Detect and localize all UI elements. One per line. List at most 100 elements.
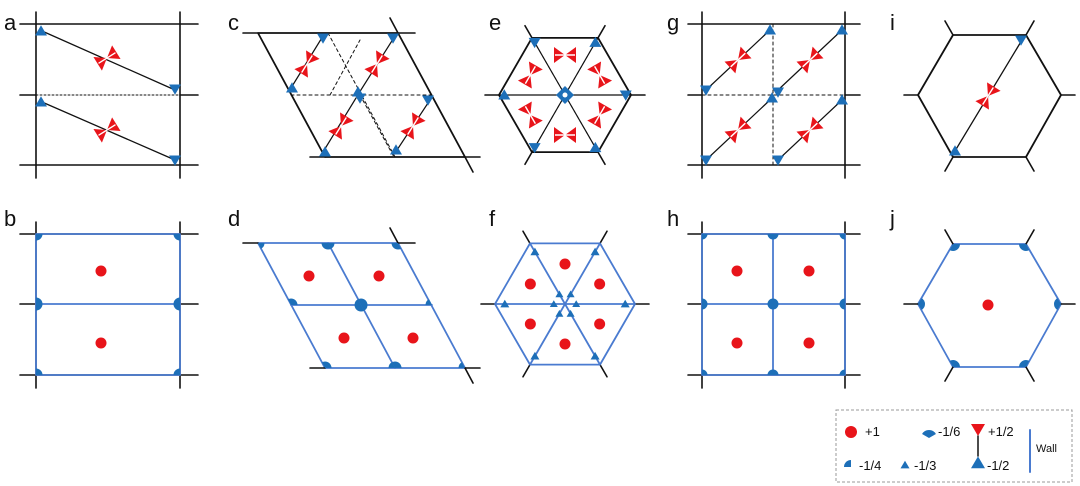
legend-label-minushalf: -1/2 [987,458,1009,473]
hexagon-cell [917,34,1062,158]
plus-half-pair [294,50,320,78]
lattice-stub [522,363,531,378]
plus1-defect [982,299,994,311]
plus-half-core [98,124,116,136]
negative-wedge [36,304,43,311]
domain-wall [531,94,566,153]
legend-label-minus16: -1/6 [938,424,960,439]
minus-half-defect [619,90,632,101]
lattice-stub [944,20,954,36]
lattice-stub [599,230,608,245]
plus1-defect [303,270,315,282]
legend-label-minus13: -1/3 [914,458,936,473]
plus1-defect [95,337,107,349]
minus-half-defect [390,144,402,155]
minus-half-defect [528,37,541,49]
plus-half-pair [796,46,824,74]
plus-half-core [730,122,746,138]
panel-b [19,221,199,389]
minus-half-defect [498,89,511,100]
plus-half-pair [587,101,613,129]
lattice-stub [944,156,954,172]
minus-half-defect [317,33,329,44]
line [389,17,399,34]
minus-half-defect [971,456,985,469]
plus-half-core [802,122,818,138]
plus-half-core [98,52,116,64]
plus-half-core [594,105,606,125]
minus-half-defect [555,290,564,298]
plus1-defect [559,258,571,270]
negative-wedge [702,369,708,375]
negative-wedge [36,368,43,375]
minus-half-defect [35,96,47,107]
negative-wedge [173,368,180,375]
negative-wedge [839,369,845,375]
panel-label-b: b [4,206,16,231]
plus1-defect [845,426,857,438]
panel-i [903,20,1076,172]
legend-label-plus1: +1 [865,424,880,439]
lattice-stub [524,24,533,39]
dashed-line [329,39,361,96]
negative-wedge [1019,244,1030,251]
negative-wedge [357,298,368,305]
plus-half-pair [975,82,1001,110]
negative-wedge [918,298,925,310]
plus-half-pair [587,61,613,89]
negative-wedge [702,234,708,240]
lattice-stub [1025,20,1035,36]
negative-wedge [328,243,335,249]
negative-wedge [839,234,845,240]
panel-label-g: g [667,10,679,35]
center-core [562,92,568,98]
plus1-defect [373,270,385,282]
panel-label-c: c [228,10,239,35]
negative-wedge [388,362,395,368]
negative-wedge [425,299,432,305]
plus1-defect [95,265,107,277]
panel-d [242,227,481,384]
lattice-stub [1025,366,1035,382]
domain-wall [564,94,599,153]
minus-half-defect [589,141,602,153]
plus-half-core [371,55,383,73]
plus-half-core [730,52,746,68]
negative-wedge [767,298,773,304]
negative-wedge [458,362,465,368]
plus-half-pair [400,112,426,140]
negative-wedge [773,298,779,304]
lattice-stub [1025,229,1035,245]
legend-label-minus14: -1/4 [859,458,881,473]
minus-half-defect [772,87,784,98]
minus-half-defect [590,351,600,360]
panel-f [480,230,650,378]
minus-half-defect [387,33,399,44]
domain-wall [41,101,176,161]
negative-wedge [1054,298,1061,310]
plus1-defect [559,338,571,350]
legend-plus-half-symbol [971,424,985,436]
minus-half-defect [528,143,541,154]
negative-wedge [839,304,845,310]
negative-wedge [844,460,851,467]
panel-label-d: d [228,206,240,231]
domain-wall [322,97,357,153]
negative-wedge [391,361,402,368]
plus1-defect [338,332,350,344]
legend: +1 -1/6 +1/2 -1/4 -1/3 -1/2 Wall [835,409,1073,483]
lattice-stub [597,151,606,166]
plus-half-pair [554,47,576,63]
negative-wedge [773,369,779,375]
panel-label-j: j [889,206,895,231]
plus-half-core [524,65,536,85]
plus1-defect [803,337,815,349]
minus-half-defect [700,155,712,166]
plus-half-pair [724,46,752,74]
plus1-defect [594,278,606,290]
minus-half-defect [700,85,712,96]
minus-half-defect [566,290,575,298]
minus-half-defect [530,351,540,360]
